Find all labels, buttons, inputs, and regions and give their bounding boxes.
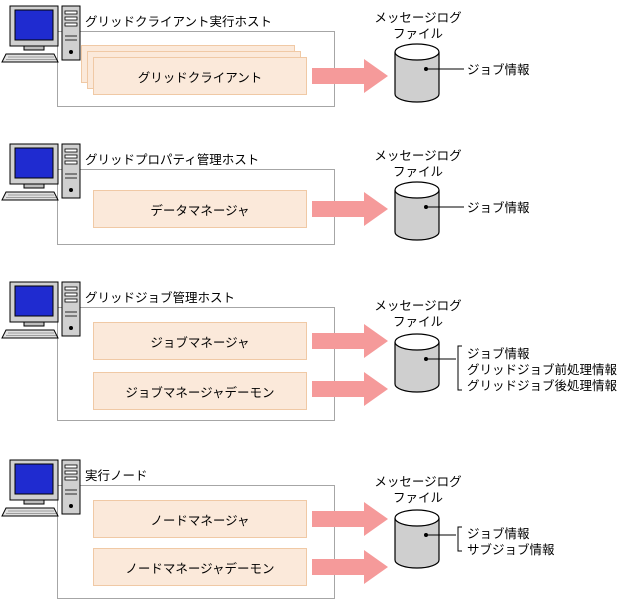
host-title-exec-node: 実行ノード <box>85 468 148 483</box>
file-label-line2: ファイル <box>392 314 443 329</box>
info-list-client: ジョブ情報 <box>467 62 530 78</box>
computer-icon <box>1 281 81 339</box>
info-item: ジョブ情報 <box>467 200 530 215</box>
info-item: グリッドジョブ前処理情報 <box>467 362 618 377</box>
info-list-job-manager: ジョブ情報 グリッドジョブ前処理情報 グリッドジョブ後処理情報 <box>467 346 617 394</box>
arrow-icon <box>312 502 388 536</box>
arrow-icon <box>312 192 388 226</box>
component-node-manager-daemon: ノードマネージャデーモン <box>93 548 307 586</box>
info-item: グリッドジョブ後処理情報 <box>467 378 618 393</box>
host-title-client: グリッドクライアント実行ホスト <box>85 14 273 29</box>
file-label-exec-node: メッセージログ ファイル <box>366 474 470 506</box>
bracket-connector <box>427 345 462 391</box>
arrow-icon <box>312 372 388 406</box>
computer-icon <box>1 143 81 201</box>
file-label-line2: ファイル <box>392 490 443 505</box>
log-file-cylinder-icon <box>394 43 440 103</box>
log-file-cylinder-icon <box>394 181 440 241</box>
bracket-connector <box>427 526 462 552</box>
info-item: サブジョブ情報 <box>467 542 555 557</box>
file-label-line2: ファイル <box>392 26 443 41</box>
file-label-property: メッセージログ ファイル <box>366 148 470 180</box>
info-item: ジョブ情報 <box>467 62 530 77</box>
arrow-icon <box>312 59 388 93</box>
component-job-manager-daemon: ジョブマネージャデーモン <box>93 372 307 410</box>
info-item: ジョブ情報 <box>467 526 530 541</box>
file-label-line2: ファイル <box>392 164 443 179</box>
computer-icon <box>1 5 81 63</box>
log-file-cylinder-icon <box>394 333 440 393</box>
arrow-icon <box>312 550 388 584</box>
host-title-job-manager: グリッドジョブ管理ホスト <box>85 290 236 305</box>
arrow-icon <box>312 324 388 358</box>
file-label-line1: メッセージログ <box>374 148 462 163</box>
file-label-client: メッセージログ ファイル <box>366 10 470 42</box>
file-label-line1: メッセージログ <box>374 10 462 25</box>
component-grid-client: グリッドクライアント <box>93 57 307 95</box>
file-label-line1: メッセージログ <box>374 474 462 489</box>
component-data-manager: データマネージャ <box>93 190 307 228</box>
file-label-job-manager: メッセージログ ファイル <box>366 298 470 330</box>
info-list-exec-node: ジョブ情報 サブジョブ情報 <box>467 526 555 558</box>
host-title-property: グリッドプロパティ管理ホスト <box>85 152 260 167</box>
log-file-cylinder-icon <box>394 509 440 569</box>
info-list-property: ジョブ情報 <box>467 200 530 216</box>
file-label-line1: メッセージログ <box>374 298 462 313</box>
info-item: ジョブ情報 <box>467 346 530 361</box>
component-node-manager: ノードマネージャ <box>93 500 307 538</box>
computer-icon <box>1 459 81 517</box>
component-job-manager: ジョブマネージャ <box>93 322 307 360</box>
